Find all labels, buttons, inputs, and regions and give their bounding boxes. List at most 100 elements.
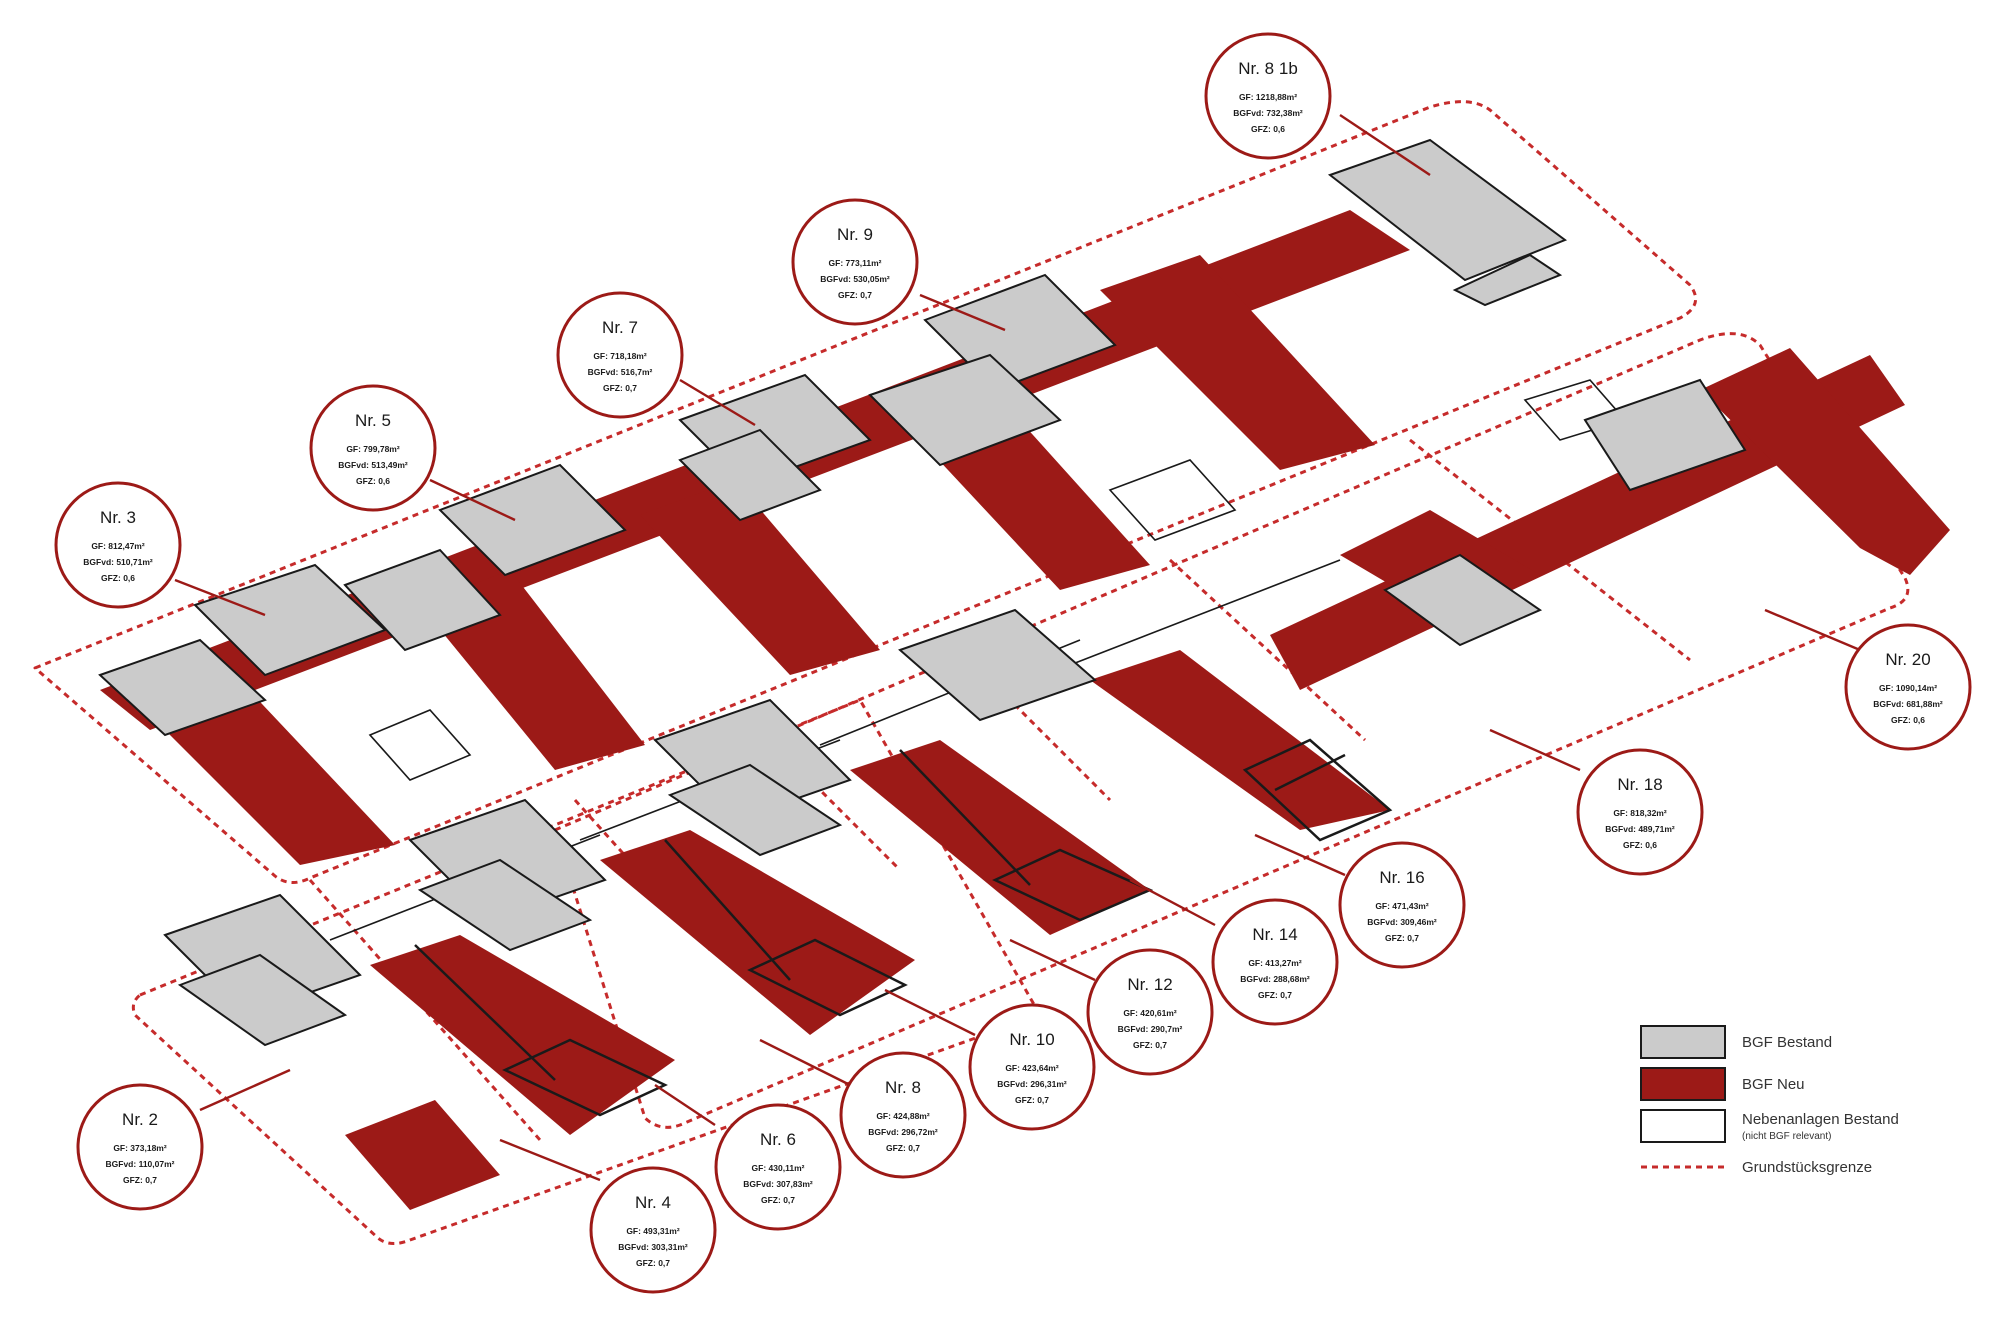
plot-gfz: GFZ: 0,7 <box>1133 1040 1167 1050</box>
plot-gf: GF: 430,11m² <box>752 1163 805 1173</box>
bubble-nr-8: Nr. 8 GF: 424,88m² BGFvd: 296,72m² GFZ: … <box>839 1051 967 1179</box>
plot-bgf: BGFvd: 290,7m² <box>1118 1024 1183 1034</box>
plot-gf: GF: 471,43m² <box>1375 901 1429 911</box>
boundary-upper-row <box>33 100 1698 884</box>
plot-title: Nr. 8 <box>885 1078 921 1097</box>
plot-gf: GF: 493,31m² <box>626 1226 680 1236</box>
plot-bgf: BGFvd: 681,88m² <box>1873 699 1943 709</box>
subdivision <box>664 839 791 981</box>
bgf-bestand-nr-12-lower <box>667 763 843 857</box>
leader-line <box>1489 728 1581 772</box>
plot-title: Nr. 5 <box>355 411 391 430</box>
leader-line <box>429 478 516 522</box>
subdivision <box>899 749 1031 886</box>
plot-title: Nr. 7 <box>602 318 638 337</box>
legend-swatch-nebenanlagen <box>1640 1109 1726 1143</box>
plot-title: Nr. 10 <box>1009 1030 1054 1049</box>
bubble-circle <box>589 1166 717 1294</box>
bgf-neu-upper-wing <box>640 480 880 675</box>
plot-title: Nr. 12 <box>1127 975 1172 994</box>
plot-gfz: GFZ: 0,7 <box>838 290 872 300</box>
bubble-nr-2: Nr. 2 GF: 373,18m² BGFvd: 110,07m² GFZ: … <box>76 1083 204 1211</box>
boundary-divider <box>308 879 542 1141</box>
bubble-circle <box>309 384 437 512</box>
bubble-circle <box>1576 748 1704 876</box>
plot-gf: GF: 1090,14m² <box>1879 683 1937 693</box>
plot-bgf: BGFvd: 307,83m² <box>743 1179 813 1189</box>
bubble-circle <box>968 1003 1096 1131</box>
plot-gf: GF: 423,64m² <box>1005 1063 1059 1073</box>
bgf-bestand-nr-9-lower <box>868 353 1062 467</box>
plot-gf: GF: 420,61m² <box>1123 1008 1177 1018</box>
plot-bgf: BGFvd: 510,71m² <box>83 557 153 567</box>
bgf-neu-upper-wing <box>1100 255 1375 470</box>
plot-bgf: BGFvd: 296,72m² <box>868 1127 938 1137</box>
bubble-circle <box>1844 623 1972 751</box>
plot-gfz: GFZ: 0,6 <box>1623 840 1657 850</box>
leader-line <box>1009 938 1096 982</box>
bubble-nr-18: Nr. 18 GF: 818,32m² BGFvd: 489,71m² GFZ:… <box>1576 748 1704 876</box>
leader-line <box>654 1084 716 1126</box>
plot-gfz: GFZ: 0,6 <box>1251 124 1285 134</box>
legend-swatch-bestand <box>1640 1025 1726 1059</box>
bgf-bestand-nr-20 <box>1583 378 1747 492</box>
legend: BGF Bestand BGF Neu Nebenanlagen Bestand… <box>1640 1025 1899 1176</box>
leader-line <box>1254 833 1346 877</box>
legend-swatch-neu <box>1640 1067 1726 1101</box>
subdivision <box>1274 753 1346 792</box>
plot-gf: GF: 424,88m² <box>876 1111 930 1121</box>
plot-gfz: GFZ: 0,6 <box>356 476 390 486</box>
subdivision <box>414 944 556 1081</box>
plot-gf: GF: 812,47m² <box>91 541 145 551</box>
boundary-divider <box>1168 558 1367 742</box>
subdivision <box>502 1038 668 1117</box>
plot-title: Nr. 14 <box>1252 925 1297 944</box>
leader-lines <box>174 114 1861 1182</box>
leader-line <box>499 1138 601 1182</box>
bubble-circle <box>1204 32 1332 160</box>
plot-bgf: BGFvd: 489,71m² <box>1605 824 1675 834</box>
bubble-nr-16: Nr. 16 GF: 471,43m² BGFvd: 309,46m² GFZ:… <box>1338 841 1466 969</box>
bgf-bestand-volumes <box>98 138 1747 1047</box>
bgf-neu-middle-wing <box>1090 650 1390 830</box>
bgf-bestand-nr-6-lower <box>177 953 348 1047</box>
bgf-neu-middle-wing <box>850 740 1150 935</box>
bgf-bestand-nr-5-lower <box>343 548 502 652</box>
boundary-middle-row <box>553 332 1910 1129</box>
nebenanlage <box>368 709 472 781</box>
plot-gf: GF: 718,18m² <box>593 351 647 361</box>
bubble-nr-3: Nr. 3 GF: 812,47m² BGFvd: 510,71m² GFZ: … <box>54 481 182 609</box>
legend-label-neu: BGF Neu <box>1742 1076 1805 1093</box>
bubble-nr-6: Nr. 6 GF: 430,11m² BGFvd: 307,83m² GFZ: … <box>714 1103 842 1231</box>
bgf-bestand-nr-10-lower <box>417 858 593 952</box>
leader-line <box>679 378 756 427</box>
legend-label-grenze: Grundstücksgrenze <box>1742 1159 1872 1176</box>
boundary-lower-row <box>131 698 1042 1245</box>
bgf-neu-middle-wing <box>370 935 675 1135</box>
bubble-nr-10: Nr. 10 GF: 423,64m² BGFvd: 296,31m² GFZ:… <box>968 1003 1096 1131</box>
bgf-neu-subdivisions <box>414 738 1393 1117</box>
bgf-neu-lower-block <box>345 1100 500 1210</box>
leader-line <box>919 293 1006 332</box>
nebenanlage-line <box>1069 559 1341 666</box>
bubble-circle <box>791 198 919 326</box>
plot-bgf: BGFvd: 513,49m² <box>338 460 408 470</box>
legend-label-nebenanlagen-sub: (nicht BGF relevant) <box>1742 1131 1831 1142</box>
plot-gfz: GFZ: 0,7 <box>761 1195 795 1205</box>
plot-gfz: GFZ: 0,7 <box>123 1175 157 1185</box>
bubble-nr-9: Nr. 9 GF: 773,11m² BGFvd: 530,05m² GFZ: … <box>791 198 919 326</box>
bgf-bestand-nr-5 <box>438 463 627 577</box>
bubble-nr-20: Nr. 20 GF: 1090,14m² BGFvd: 681,88m² GFZ… <box>1844 623 1972 751</box>
plot-title: Nr. 18 <box>1617 775 1662 794</box>
plot-title: Nr. 3 <box>100 508 136 527</box>
leader-line <box>1339 114 1431 176</box>
plot-gf: GF: 1218,88m² <box>1239 92 1297 102</box>
bgf-bestand-nr-16 <box>898 608 1097 722</box>
plot-title: Nr. 2 <box>122 1110 158 1129</box>
plot-gf: GF: 799,78m² <box>346 444 400 454</box>
bubble-circle <box>54 481 182 609</box>
plot-bgf: BGFvd: 516,7m² <box>588 367 653 377</box>
bubble-nr-5: Nr. 5 GF: 799,78m² BGFvd: 513,49m² GFZ: … <box>309 384 437 512</box>
plot-gf: GF: 373,18m² <box>113 1143 167 1153</box>
